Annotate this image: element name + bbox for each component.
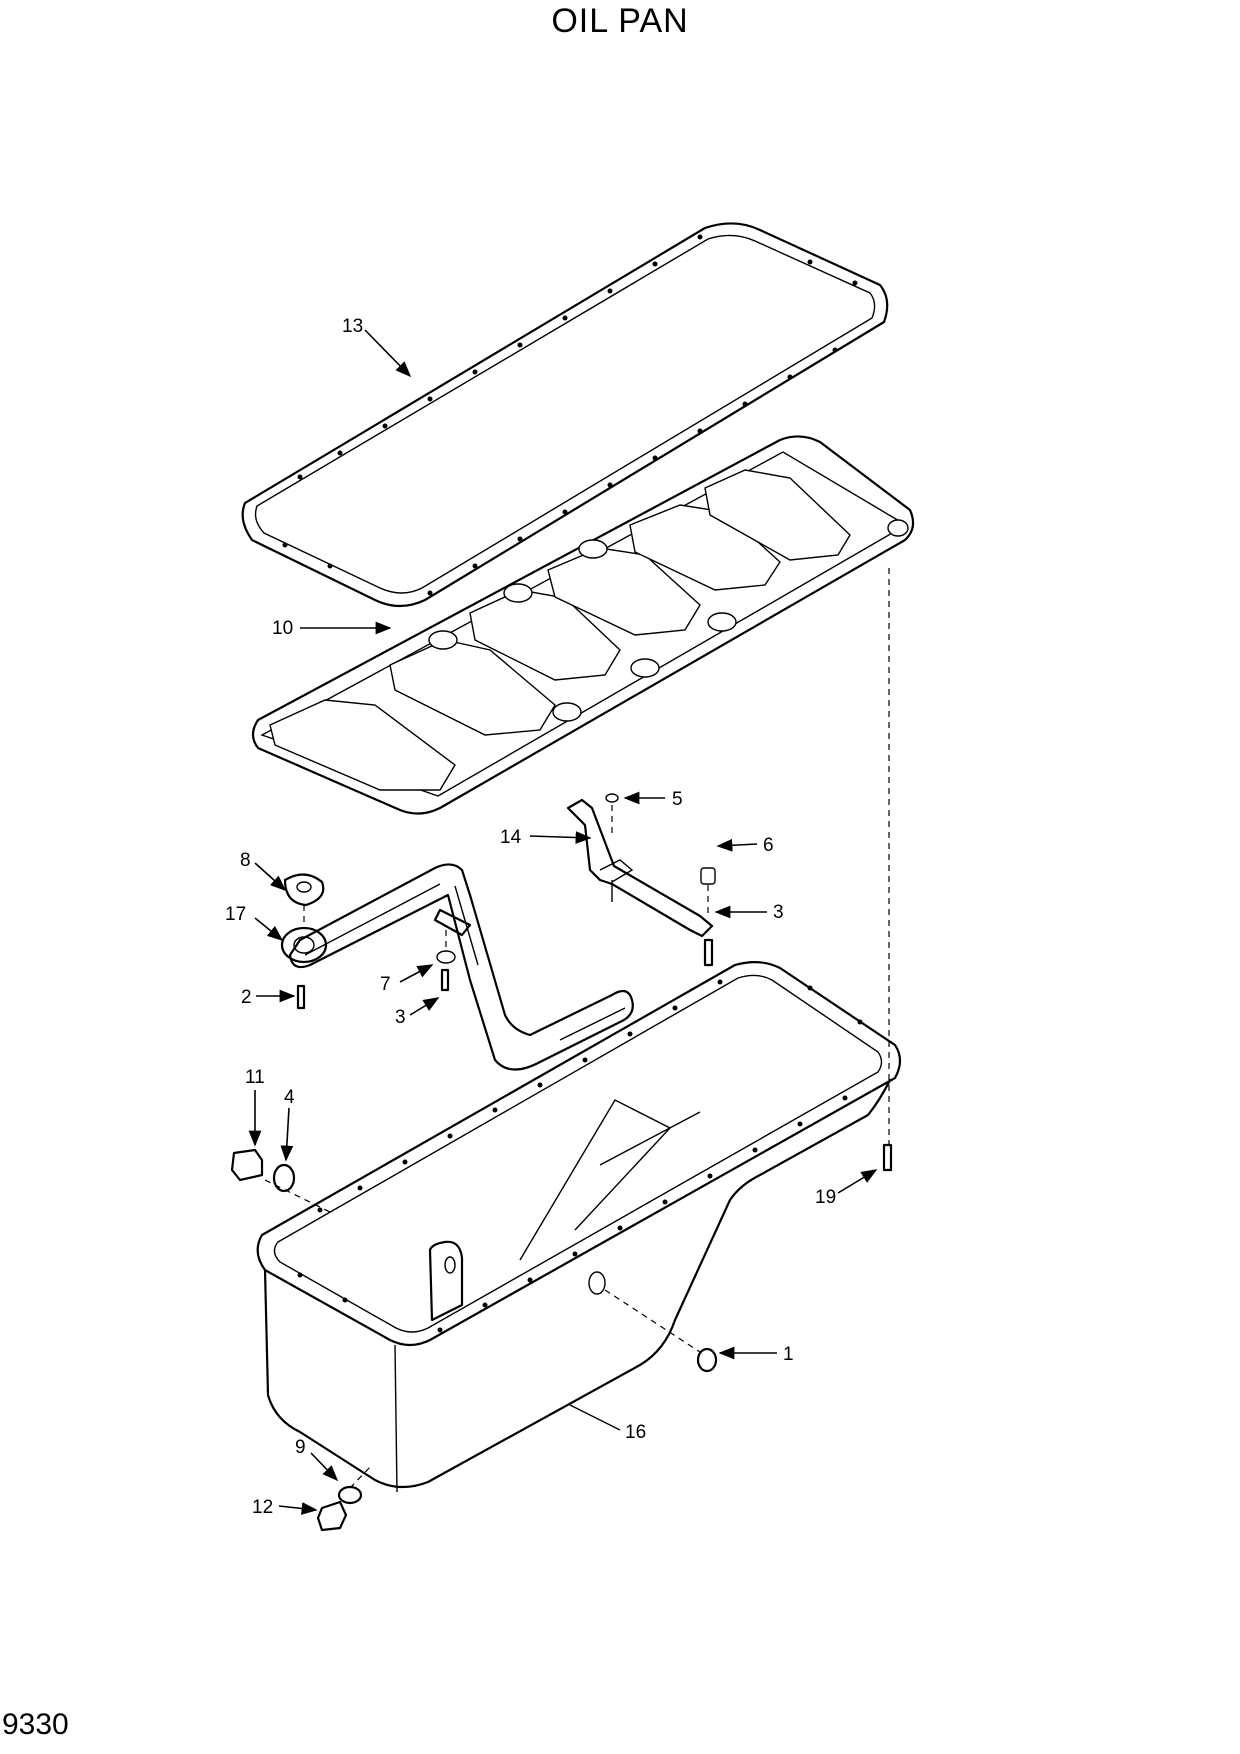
bolt-3-upper-icon [703,938,714,967]
loose-parts [230,1143,893,1532]
callout-6: 6 [763,835,774,856]
page-title: OIL PAN [551,2,689,40]
callout-7: 7 [380,974,391,995]
plate-12-windows [269,469,851,791]
washer-7-icon [436,950,456,964]
spacer-6-icon [700,867,716,885]
callout-11: 11 [245,1067,265,1088]
callout-5: 5 [672,789,683,810]
leader-lines [248,329,878,1515]
callout-19: 19 [815,1187,836,1208]
o-ring-4-icon [272,1163,296,1193]
page-code: 9330 [2,1708,69,1741]
tube-bracket-icon [433,908,472,937]
callout-14: 16 [625,1422,646,1443]
callout-numbers: 13 10 5 14 6 3 8 17 2 7 3 11 4 19 1 16 9… [225,316,836,1518]
callout-4: 4 [284,1087,295,1108]
callout-3-upper: 3 [773,902,784,923]
drain-plug-10-icon [316,1500,348,1532]
o-ring-9-icon [337,1485,363,1505]
oil-pan-14 [256,961,902,1493]
callout-16: 14 [500,827,522,848]
plug-11-icon [230,1148,264,1182]
tube-flange-icon [280,926,328,964]
stiffener-plate-12 [251,435,915,815]
callout-1: 1 [783,1344,794,1365]
plug-1-icon [696,1347,718,1373]
gasket-8-icon [283,873,325,907]
pan-boss-icon [428,1240,464,1322]
suction-tube-17 [280,863,634,1071]
bolt-2-icon [296,984,306,1010]
callout-2: 2 [241,987,252,1008]
bolt-3-lower-icon [440,968,450,992]
callout-17: 17 [225,904,246,925]
callout-8: 8 [240,850,251,871]
nut-5-icon [605,793,619,803]
callout-13: 13 [342,316,363,337]
assembly-guide-lines [264,568,890,1489]
plate-12-round-holes [428,519,909,722]
support-bracket-16 [566,793,716,967]
oil-pan-gasket-13 [241,222,889,608]
callout-10: 12 [252,1497,273,1518]
oil-pan-bolt-holes [297,979,863,1333]
gasket-13-bolt-holes [282,234,858,596]
callout-3-lower: 3 [395,1007,406,1028]
callout-9: 9 [295,1437,306,1458]
callout-12: 10 [272,618,293,639]
bolt-19-icon [882,1143,893,1172]
